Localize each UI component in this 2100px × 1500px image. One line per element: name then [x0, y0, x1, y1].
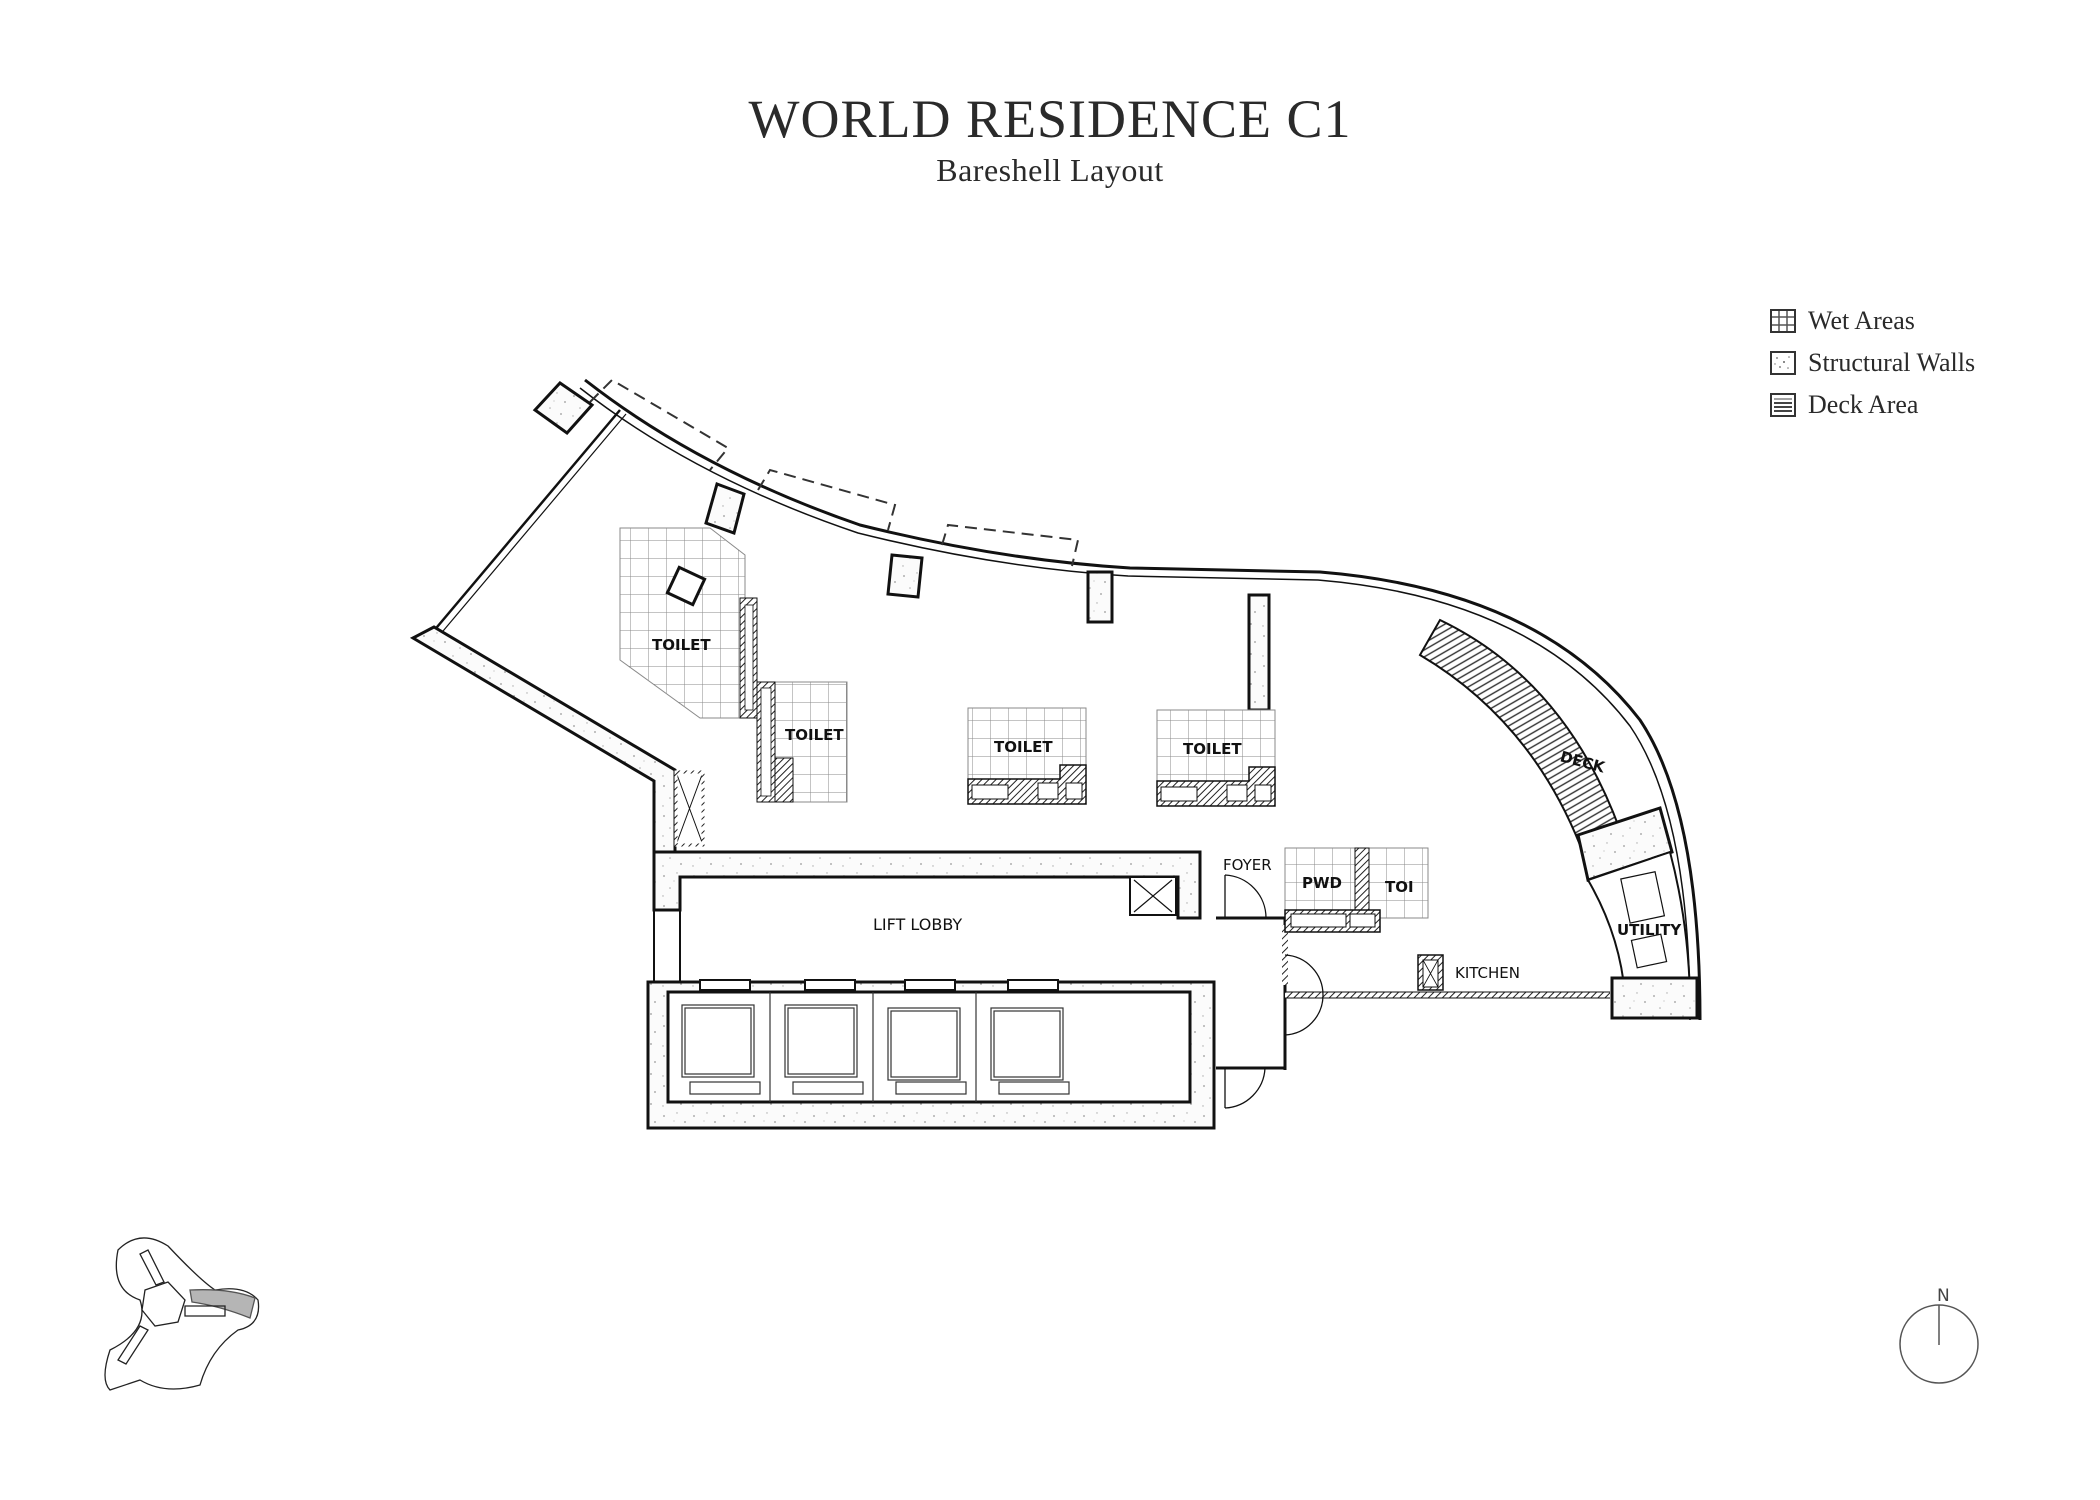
- toilet-4-wet-area: [1156, 709, 1276, 807]
- room-label-toi: TOI: [1385, 878, 1414, 896]
- deck-area-swatch-icon: [1770, 393, 1796, 417]
- bay-window-outlines: [589, 378, 1080, 567]
- entry-walls: [1216, 916, 1610, 1070]
- legend-label: Structural Walls: [1808, 348, 1976, 377]
- wet-areas-swatch-icon: [1770, 309, 1796, 333]
- plan-subtitle: Bareshell Layout: [936, 152, 1164, 188]
- legend-item-wet-areas: Wet Areas: [1770, 300, 1975, 342]
- room-label-foyer: FOYER: [1223, 856, 1272, 874]
- room-label-toilet-1: TOILET: [652, 636, 711, 654]
- structural-columns: [532, 381, 1271, 712]
- lift-core: [646, 979, 1216, 1130]
- plan-title: WORLD RESIDENCE C1: [748, 89, 1352, 149]
- pwd-toi-wet-area: [1284, 847, 1429, 933]
- room-label-toilet-2: TOILET: [785, 726, 844, 744]
- room-label-toilet-3: TOILET: [994, 738, 1053, 756]
- lift-lobby-walls: [652, 850, 1202, 983]
- legend: Wet Areas Structural Walls Deck Area: [1770, 300, 1975, 426]
- room-label-lift-lobby: LIFT LOBBY: [873, 915, 962, 934]
- door-swings: [1224, 874, 1324, 1109]
- toilet-3-wet-area: [967, 707, 1087, 805]
- room-label-pwd: PWD: [1302, 874, 1342, 892]
- toilet-2-wet-area: [756, 681, 848, 803]
- kitchen-shaft: [1417, 954, 1444, 991]
- toilet-1-wet-area: [619, 527, 758, 719]
- legend-item-deck-area: Deck Area: [1770, 384, 1975, 426]
- deck-utility-strip: [1418, 618, 1699, 1020]
- north-arrow-icon: [1899, 1304, 1979, 1384]
- legend-item-structural-walls: Structural Walls: [1770, 342, 1975, 384]
- structural-walls-swatch-icon: [1770, 351, 1796, 375]
- facade-curtain-wall: [431, 378, 1702, 1021]
- shaft-cross-icon: [675, 771, 704, 846]
- room-label-kitchen: KITCHEN: [1455, 964, 1520, 982]
- north-label: N: [1937, 1286, 1950, 1306]
- room-label-utility: UTILITY: [1617, 921, 1682, 939]
- room-label-toilet-4: TOILET: [1183, 740, 1242, 758]
- key-plan-icon: [104, 1237, 260, 1391]
- legend-label: Deck Area: [1808, 390, 1919, 419]
- legend-label: Wet Areas: [1808, 306, 1915, 335]
